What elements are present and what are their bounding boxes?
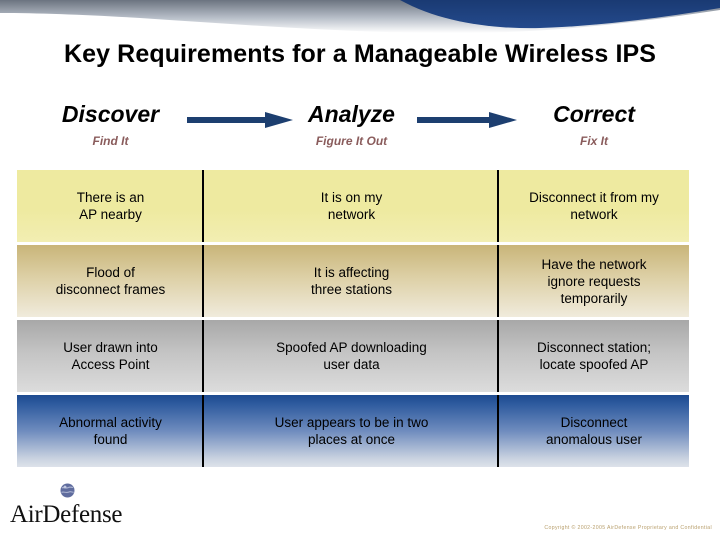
phase-header-row: Discover Find It Analyze Figure It Out C… — [17, 100, 689, 160]
phase-discover-subtitle: Find It — [92, 134, 129, 148]
matrix-cell-correct: Disconnect station;locate spoofed AP — [536, 340, 652, 372]
phase-correct-subtitle: Fix It — [579, 134, 608, 148]
arrow-analyze-to-correct-icon — [417, 112, 517, 128]
arrow-discover-to-analyze-icon — [187, 112, 293, 128]
page-title: Key Requirements for a Manageable Wirele… — [63, 40, 657, 68]
phase-analyze-subtitle: Figure It Out — [315, 134, 388, 148]
airdefense-logo-text: AirDefense — [10, 501, 123, 528]
header-curve-graphic — [0, 0, 720, 42]
airdefense-logo: AirDefense — [10, 483, 123, 528]
phase-correct-title: Correct — [553, 101, 635, 127]
phase-correct: Correct Fix It — [499, 100, 689, 151]
phase-discover: Discover Find It — [17, 100, 204, 151]
header-decorative-band — [0, 0, 720, 42]
phase-discover-title: Discover — [61, 101, 160, 127]
copyright-notice: Copyright © 2002-2005 AirDefense Proprie… — [544, 525, 712, 531]
slide-footer: AirDefense Copyright © 2002-2005 AirDefe… — [0, 478, 720, 540]
globe-icon — [60, 483, 75, 498]
phase-analyze-title: Analyze — [308, 101, 395, 127]
phase-analyze: Analyze Figure It Out — [204, 100, 499, 151]
